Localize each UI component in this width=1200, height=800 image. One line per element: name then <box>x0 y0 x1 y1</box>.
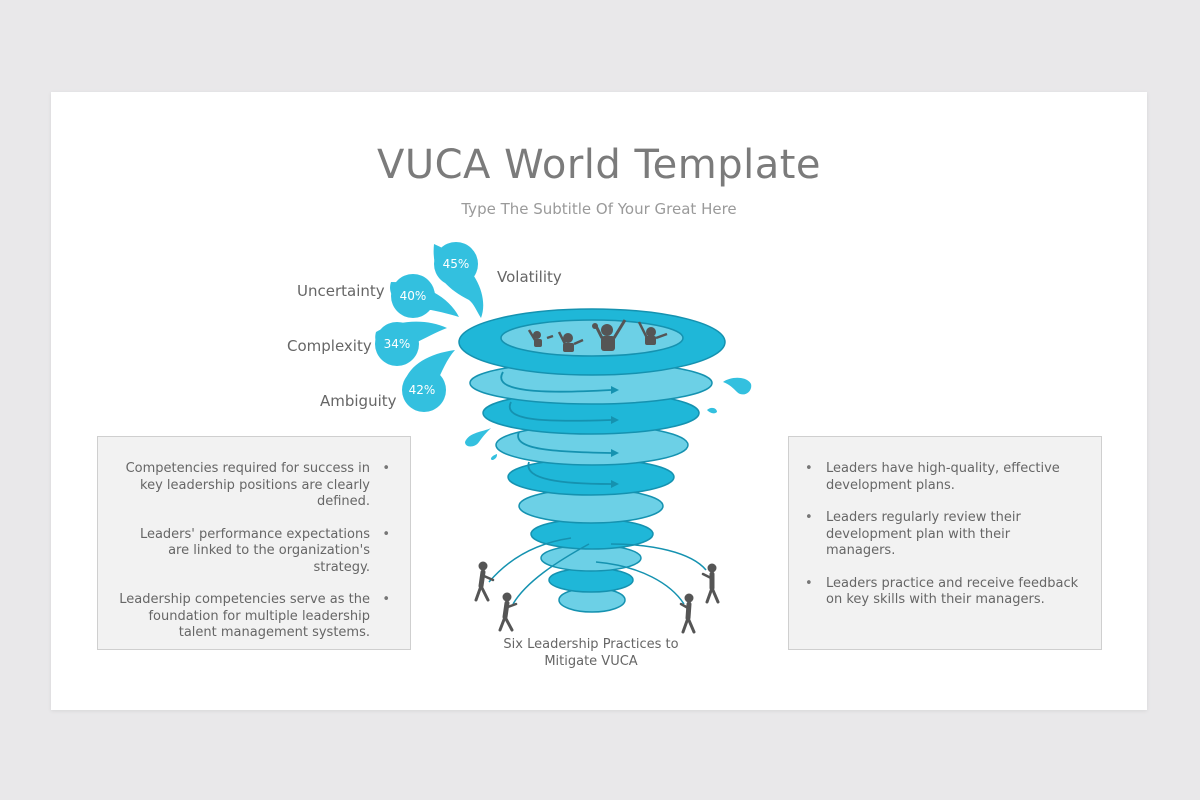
drop-value-volatility: 45% <box>443 257 470 271</box>
left-bullet-item: Leadership competencies serve as the fou… <box>118 592 390 642</box>
left-text-box: Competencies required for success in key… <box>97 436 411 650</box>
pulling-figures-icon <box>474 561 720 634</box>
left-bullet-list: Competencies required for success in key… <box>118 461 390 642</box>
right-text-box: Leaders have high-quality, effective dev… <box>788 436 1102 650</box>
splash-left-1 <box>465 428 491 447</box>
right-bullet-item: Leaders regularly review their developme… <box>789 510 1081 560</box>
figure-left-top <box>474 561 495 602</box>
slide-subtitle: Type The Subtitle Of Your Great Here <box>461 200 737 218</box>
splash-right-1 <box>723 377 752 395</box>
tornado-rings <box>458 308 726 613</box>
right-bullet-item: Leaders practice and receive feedback on… <box>789 576 1081 609</box>
people-in-tornado-icon <box>527 319 668 352</box>
label-ambiguity: Ambiguity <box>320 392 397 410</box>
drop-value-complexity: 34% <box>384 337 411 351</box>
figure-right-bottom <box>679 593 696 634</box>
drop-uncertainty <box>390 274 459 318</box>
swirl-arrows <box>500 371 612 485</box>
label-volatility: Volatility <box>497 268 562 286</box>
figure-right-top <box>701 563 720 604</box>
tornado-illustration: 45% 40% 34% 42% <box>375 242 752 634</box>
label-complexity: Complexity <box>287 337 372 355</box>
swirl-arrowheads <box>611 386 619 488</box>
label-uncertainty: Uncertainty <box>297 282 385 300</box>
splash-left-2 <box>490 454 497 460</box>
drop-value-uncertainty: 40% <box>400 289 427 303</box>
splash-right-2 <box>707 407 717 414</box>
drop-volatility <box>433 242 484 318</box>
ropes <box>488 537 707 605</box>
left-bullet-item: Leaders' performance expectations are li… <box>118 527 390 577</box>
right-bullet-item: Leaders have high-quality, effective dev… <box>789 461 1081 494</box>
tornado-caption: Six Leadership Practices to Mitigate VUC… <box>503 637 679 669</box>
drop-value-ambiguity: 42% <box>409 383 436 397</box>
left-bullet-item: Competencies required for success in key… <box>118 461 390 511</box>
slide-title: VUCA World Template <box>376 142 821 188</box>
slide: VUCA World Template Type The Subtitle Of… <box>51 92 1147 710</box>
drop-complexity <box>375 321 447 366</box>
drop-ambiguity <box>402 350 455 412</box>
right-bullet-list: Leaders have high-quality, effective dev… <box>789 461 1081 609</box>
figure-left-bottom <box>498 592 518 632</box>
